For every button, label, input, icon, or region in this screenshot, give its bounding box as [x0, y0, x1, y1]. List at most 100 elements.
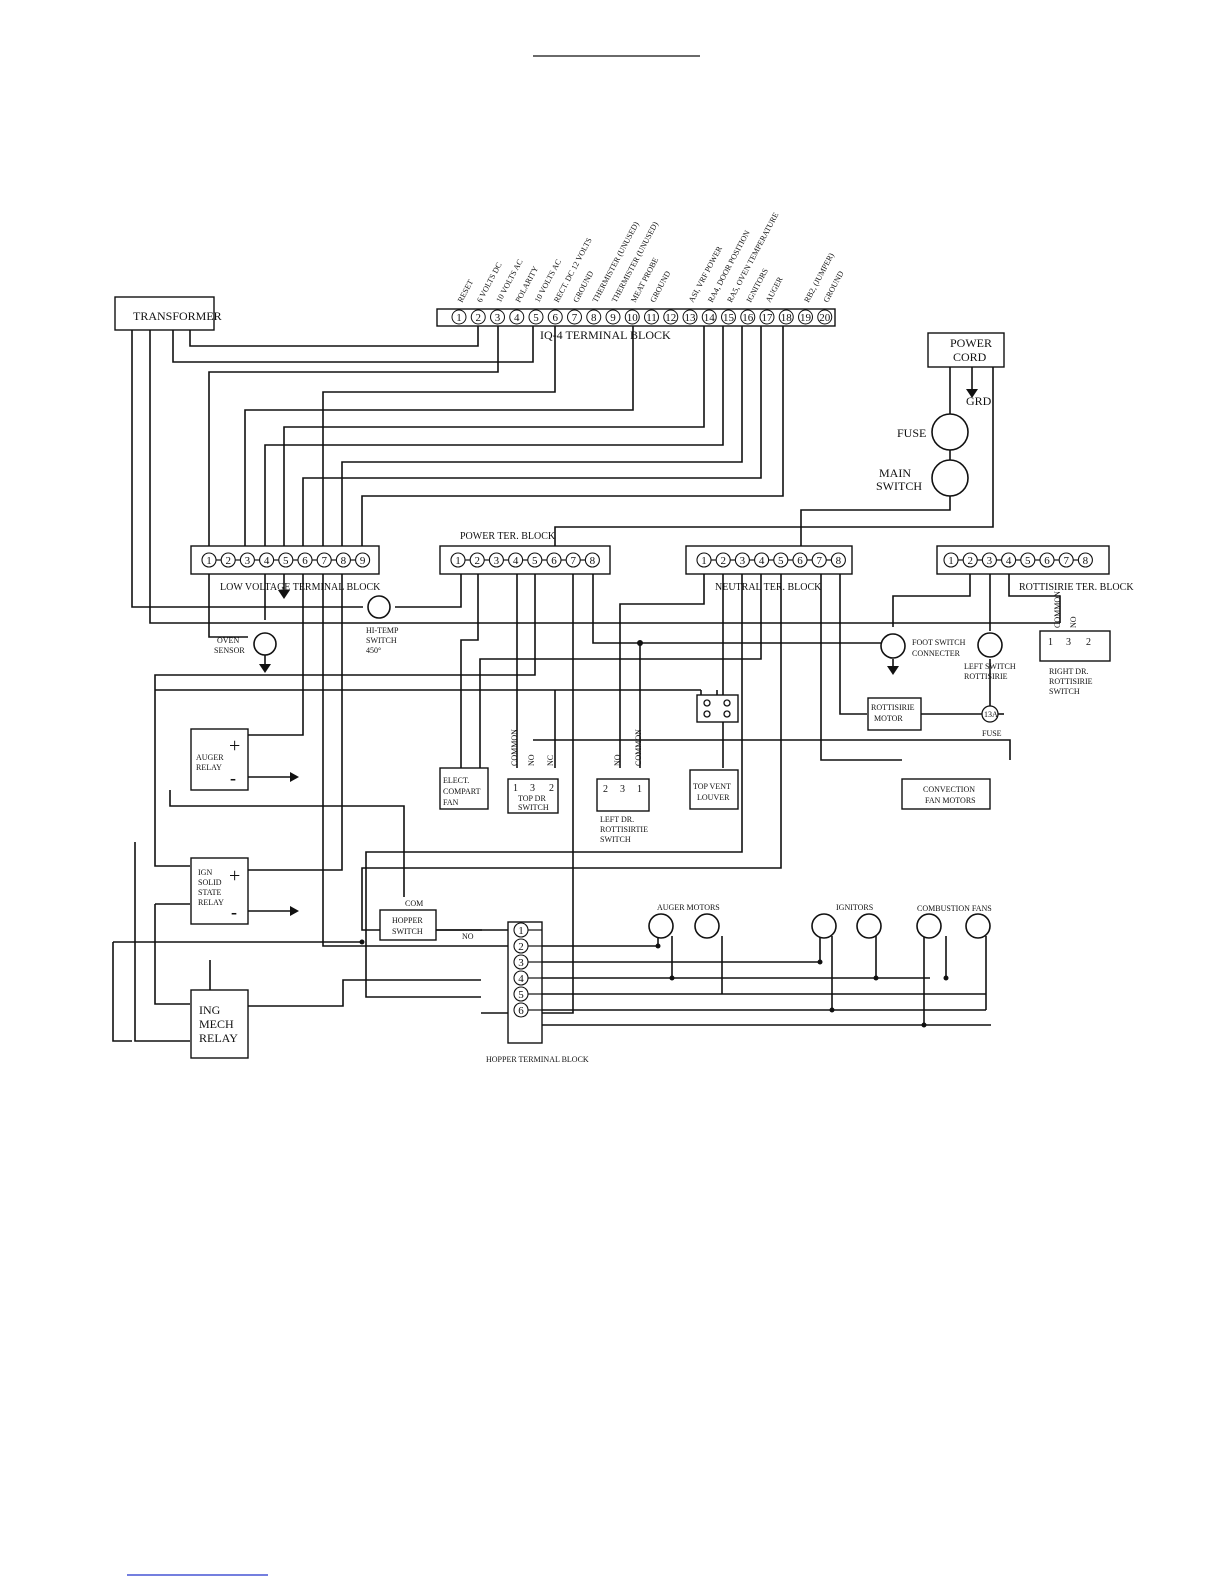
- rottisirie-fuse: 13A FUSE: [981, 705, 1002, 738]
- left-dr-label-1: LEFT DR.: [600, 815, 634, 824]
- iq4-pin-circle: [586, 309, 602, 325]
- power-pin-number: 8: [590, 555, 596, 567]
- power-cord: POWER CORD GRD: [927, 332, 1005, 408]
- ign-relay-label-2: SOLID: [198, 878, 222, 887]
- power-cord-label-1: POWER: [950, 336, 992, 350]
- iq4-pin-circle: [759, 309, 775, 325]
- top-vent-label-2: LOUVER: [697, 793, 730, 802]
- rottisirie-pin-number: 2: [967, 555, 973, 567]
- iq4-pin-number: 14: [704, 312, 716, 324]
- iq4-pin-number: 9: [610, 312, 616, 324]
- left-switch-label-2: ROTTISIRIE: [964, 672, 1008, 681]
- iq4-pin-circle: [567, 309, 582, 325]
- auger-relay: AUGER RELAY + -: [190, 728, 249, 791]
- top-dr-pin-no: NO: [527, 754, 536, 766]
- neutral-pin-number: 4: [759, 555, 765, 567]
- oven-sensor-label-1: OVEN: [217, 636, 239, 645]
- neutral-pin-circle: [830, 552, 846, 568]
- hopper-switch-no: NO: [462, 932, 474, 941]
- iq4-pin-circle: [624, 309, 640, 325]
- main-fuse: FUSE: [897, 413, 969, 451]
- low-voltage-pin-number: 6: [302, 555, 308, 567]
- power-pin-number: 5: [532, 555, 538, 567]
- power-pin-number: 1: [455, 555, 461, 567]
- power-pin-circle: [584, 552, 600, 568]
- power-pin-number: 6: [551, 555, 557, 567]
- convection-label-1: CONVECTION: [923, 785, 975, 794]
- ground-icon: [290, 906, 299, 916]
- iq4-pin-number: 18: [781, 312, 793, 324]
- rottisirie-block-title: ROTTISIRIE TER. BLOCK: [1019, 582, 1134, 593]
- hi-temp-switch: HI-TEMP SWITCH 450°: [366, 595, 399, 655]
- rottisirie-pin-number: 5: [1025, 555, 1031, 567]
- power-pin-number: 7: [570, 555, 576, 567]
- top-dr-num-3: 3: [530, 783, 535, 794]
- main-fuse-label: FUSE: [897, 426, 926, 440]
- iq4-pin-circle: [740, 309, 756, 325]
- oven-sensor: OVEN SENSOR: [214, 632, 277, 656]
- iq4-pin-number: 2: [476, 312, 482, 324]
- left-dr-label-3: SWITCH: [600, 835, 631, 844]
- ground-icon: [290, 772, 299, 782]
- elect-fan-label-2: COMPART: [443, 787, 481, 796]
- rottisirie-pin-number: 3: [987, 555, 993, 567]
- hopper-switch-label-1: HOPPER: [392, 916, 423, 925]
- convection-fan-motors: CONVECTION FAN MOTORS: [901, 778, 991, 810]
- ign-relay-label-3: STATE: [198, 888, 221, 897]
- iq4-pin-number: 11: [646, 312, 657, 324]
- ground-icon: [966, 389, 978, 398]
- top-dr-num-2: 2: [549, 783, 554, 794]
- combustion-fans-label: COMBUSTION FANS: [917, 904, 992, 913]
- auger-motors: AUGER MOTORS: [648, 903, 720, 939]
- iq4-pin-label: AUGER: [764, 275, 785, 304]
- elect-compart-fan: ELECT. COMPART FAN: [439, 767, 489, 810]
- top-dr-label-1: TOP DR: [518, 794, 546, 803]
- foot-switch-label-2: CONNECTER: [912, 649, 961, 658]
- iq4-pin-number: 3: [495, 312, 501, 324]
- power-pin-number: 2: [474, 555, 480, 567]
- iq4-pin-circle: [528, 309, 544, 325]
- right-dr-num-2: 2: [1086, 637, 1091, 648]
- auger-relay-label-1: AUGER: [196, 753, 224, 762]
- auger-relay-plus: +: [229, 735, 240, 757]
- iq4-pin-number: 10: [627, 312, 639, 324]
- iq4-pin-number: 20: [819, 312, 831, 324]
- left-switch-label-1: LEFT SWITCH: [964, 662, 1016, 671]
- left-dr-num-1: 1: [637, 784, 642, 795]
- power-pin-number: 4: [513, 555, 519, 567]
- low-voltage-pin-number: 4: [264, 555, 270, 567]
- low-voltage-pin-number: 5: [283, 555, 289, 567]
- neutral-pin-number: 5: [778, 555, 784, 567]
- ing-relay-label-3: RELAY: [199, 1031, 238, 1045]
- right-dr-label-2: ROTTISIRIE: [1049, 677, 1093, 686]
- top-vent-label-1: TOP VENT: [693, 782, 731, 791]
- rottisirie-pin-number: 8: [1083, 555, 1089, 567]
- right-dr-pin-common: COMMON: [1053, 591, 1062, 628]
- ground-icon: [259, 664, 271, 673]
- rottisirie-pin-number: 1: [948, 555, 954, 567]
- iq4-pin-circle: [470, 309, 486, 325]
- right-dr-rottisirie-switch: COMMON NO 1 3 2 RIGHT DR. ROTTISIRIE SWI…: [1039, 591, 1111, 696]
- right-dr-label-3: SWITCH: [1049, 687, 1080, 696]
- iq4-pin-number: 6: [553, 312, 559, 324]
- iq4-pin-circle: [644, 309, 659, 325]
- iq4-pin-number: 7: [572, 312, 578, 324]
- top-dr-switch: COMMON NO NC 1 3 2 TOP DR SWITCH: [507, 729, 559, 814]
- left-dr-pin-no: NO: [613, 754, 622, 766]
- iq4-pin-number: 19: [800, 312, 812, 324]
- low-voltage-pin-number: 9: [360, 555, 366, 567]
- rottisirie-motor-label-2: MOTOR: [874, 714, 903, 723]
- rottisirie-pin-number: 6: [1044, 555, 1050, 567]
- iq4-pin-circle: [490, 309, 505, 325]
